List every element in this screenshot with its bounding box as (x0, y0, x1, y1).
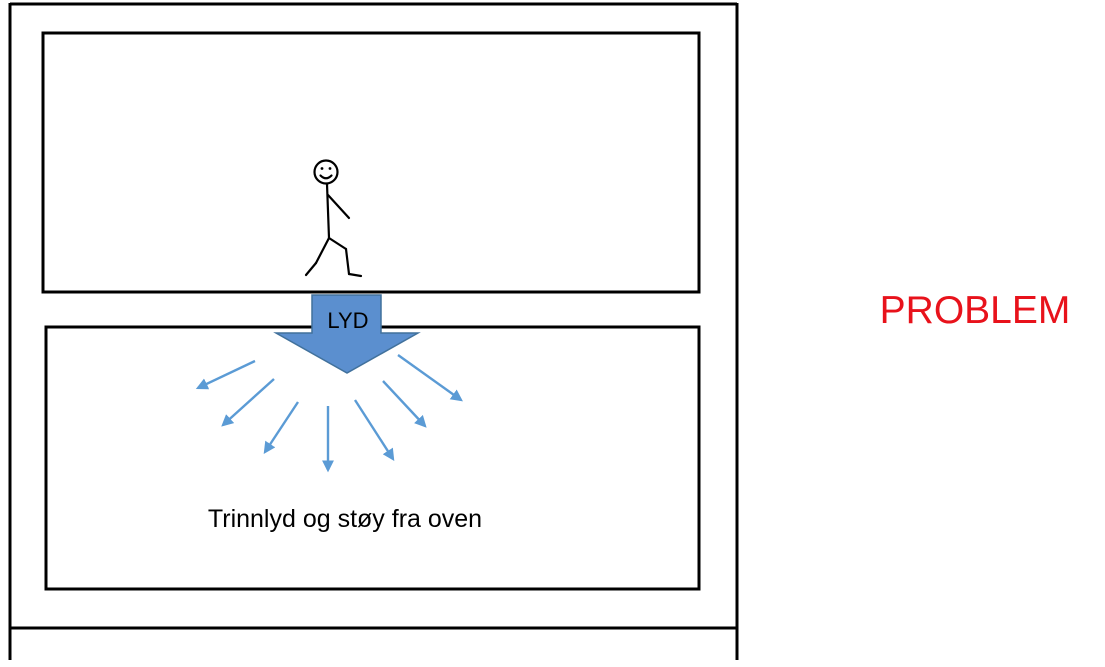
person-back-leg-shin (306, 263, 316, 275)
sound-ray-arrow (355, 400, 393, 459)
person-body (327, 184, 329, 238)
lower-room (46, 327, 699, 589)
person-right-eye (329, 167, 332, 170)
person-front-foot (349, 274, 361, 276)
sound-arrow-label: LYD (327, 308, 368, 333)
person-left-eye (321, 167, 324, 170)
person-back-leg-thigh (316, 238, 329, 263)
sound-ray-arrow (383, 381, 425, 426)
sound-ray-arrow (198, 361, 255, 388)
person-arm (328, 195, 349, 218)
upper-room (43, 33, 699, 292)
person-smile (321, 176, 332, 179)
person-front-leg-thigh (329, 238, 346, 249)
person-front-leg-shin (346, 249, 349, 274)
lower-room-caption: Trinnlyd og støy fra oven (208, 505, 482, 533)
sound-arrow (276, 295, 418, 373)
sound-ray-arrow (223, 379, 274, 425)
person-head (315, 161, 338, 184)
problem-label: PROBLEM (880, 289, 1071, 332)
sound-ray-arrow (265, 402, 298, 452)
sound-rays (198, 355, 461, 470)
sound-ray-arrow (398, 355, 461, 400)
walking-person-icon (306, 161, 361, 277)
